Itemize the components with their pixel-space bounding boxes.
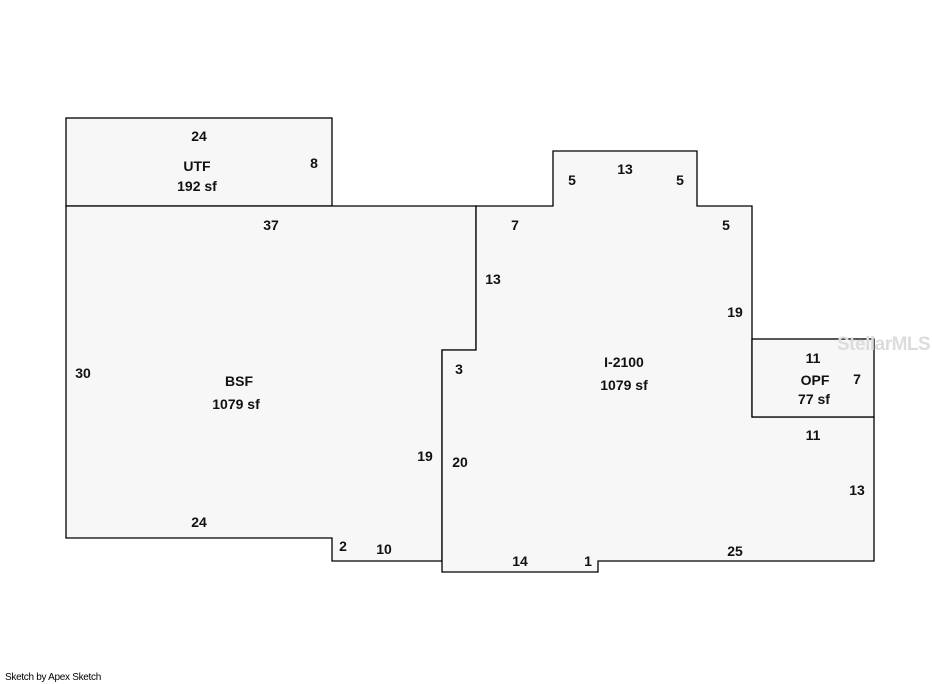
- utf-room-name: UTF: [183, 158, 211, 174]
- dim-bsf-top: 37: [263, 217, 279, 233]
- utf-room-area: 192 sf: [177, 178, 217, 194]
- dim-bsf-right: 19: [417, 448, 433, 464]
- bsf-room-name: BSF: [225, 373, 253, 389]
- dim-main-bottom-right: 25: [727, 543, 743, 559]
- main-room-area: 1079 sf: [600, 377, 648, 393]
- dim-main-notch: 3: [455, 361, 463, 377]
- dim-utf-top: 24: [191, 128, 207, 144]
- dim-bsf-left: 30: [75, 365, 91, 381]
- dim-bsf-bottom-right: 10: [376, 541, 392, 557]
- dim-main-bottom-step: 1: [584, 553, 592, 569]
- dim-bsf-step: 2: [339, 538, 347, 554]
- dim-main-top-left: 7: [511, 217, 519, 233]
- dim-main-bump-right: 5: [676, 172, 684, 188]
- dim-opf-right: 7: [853, 371, 861, 387]
- dim-main-left-upper: 13: [485, 271, 501, 287]
- dim-utf-right: 8: [310, 155, 318, 171]
- dim-main-bottom-left: 14: [512, 553, 528, 569]
- dim-main-left: 20: [452, 454, 468, 470]
- bsf-room: [65, 205, 477, 562]
- opf-room: [751, 338, 875, 418]
- watermark: StellarMLS: [837, 334, 930, 355]
- dim-bsf-bottom: 24: [191, 514, 207, 530]
- opf-room-name: OPF: [801, 372, 830, 388]
- dim-main-bump-top: 13: [617, 161, 633, 177]
- utf-room: [65, 117, 333, 207]
- main-room-name: I-2100: [604, 354, 644, 370]
- opf-room-area: 77 sf: [798, 391, 830, 407]
- dim-opf-top: 11: [806, 350, 821, 366]
- dim-opf-bottom: 11: [806, 427, 821, 443]
- dim-main-right-lower: 13: [849, 482, 865, 498]
- dim-main-bump-left: 5: [568, 172, 576, 188]
- dim-main-right-upper: 19: [727, 304, 743, 320]
- dim-main-top-right: 5: [722, 217, 730, 233]
- sketch-credit: Sketch by Apex Sketch: [5, 672, 101, 683]
- bsf-room-area: 1079 sf: [212, 396, 260, 412]
